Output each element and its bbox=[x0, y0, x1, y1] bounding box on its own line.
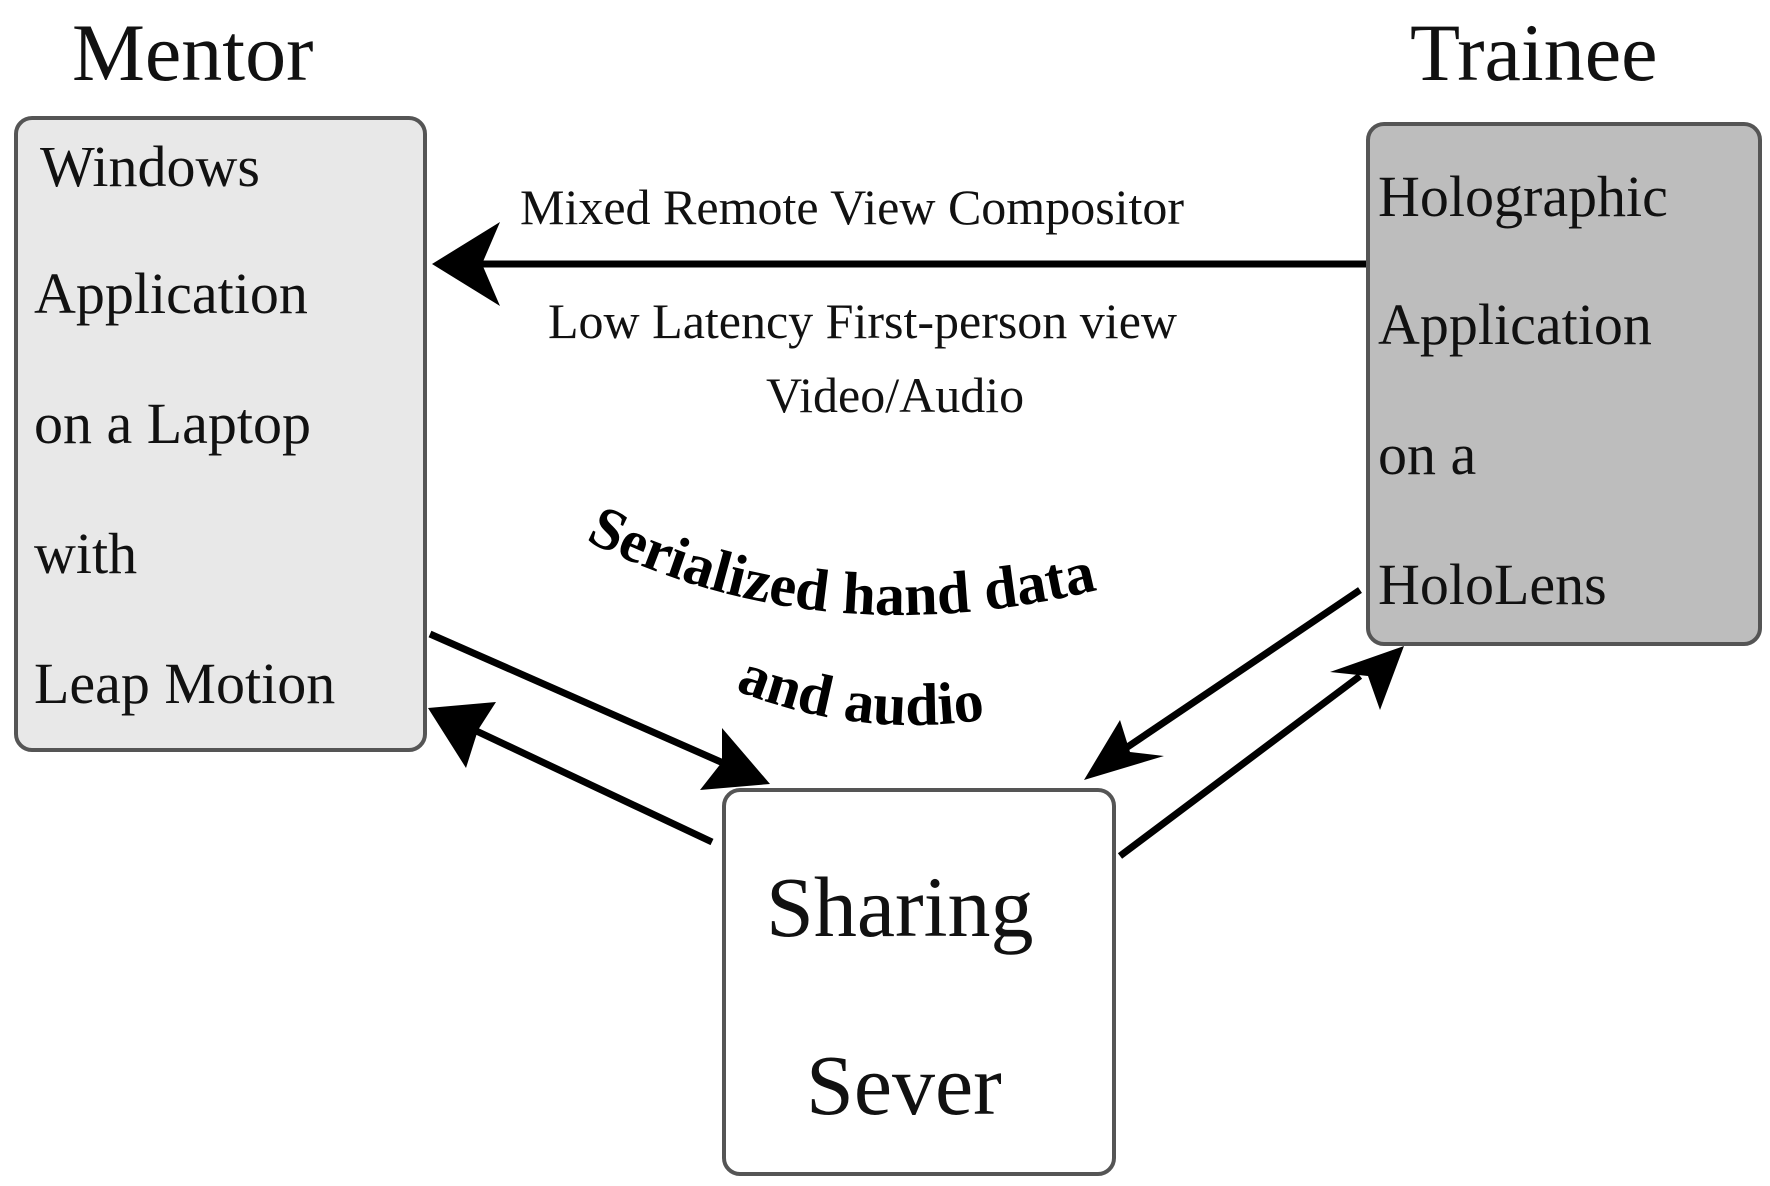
hand-data-label-line-1: Serialized hand data bbox=[579, 492, 1100, 628]
trainee-title: Trainee bbox=[1410, 7, 1658, 98]
view-compositor-label: Mixed Remote View Compositor bbox=[520, 179, 1185, 235]
mentor-line-2: Application bbox=[34, 261, 308, 326]
mentor-line-4: with bbox=[34, 521, 138, 586]
mentor-line-3: on a Laptop bbox=[34, 391, 312, 456]
sharing-server-node: Sharing Sever bbox=[722, 788, 1116, 1176]
video-audio-label: Video/Audio bbox=[766, 367, 1025, 423]
mentor-title: Mentor bbox=[72, 7, 314, 98]
server-line-1: Sharing bbox=[766, 859, 1034, 955]
trainee-node: Holographic Application on a HoloLens bbox=[1366, 122, 1762, 646]
hand-data-label-path-2: and audio bbox=[730, 640, 986, 738]
mentor-line-5: Leap Motion bbox=[34, 651, 336, 716]
mentor-to-server-line bbox=[428, 630, 732, 770]
server-to-trainee-arrowhead bbox=[1330, 646, 1404, 710]
low-latency-label: Low Latency First-person view bbox=[548, 293, 1178, 349]
hand-data-label-path-1: Serialized hand data bbox=[579, 492, 1100, 628]
mentor-node: Windows Application on a Laptop with Lea… bbox=[14, 116, 427, 752]
trainee-line-1: Holographic bbox=[1378, 164, 1668, 229]
mentor-to-server-arrowhead bbox=[700, 728, 770, 790]
server-to-trainee-line bbox=[1117, 673, 1363, 859]
trainee-line-2: Application bbox=[1378, 292, 1652, 357]
mentor-line-1: Windows bbox=[40, 134, 260, 199]
view-stream-arrowhead bbox=[432, 222, 500, 306]
hand-data-label-line-2: and audio bbox=[730, 640, 986, 738]
server-to-mentor-line bbox=[468, 724, 714, 846]
trainee-line-3: on a bbox=[1378, 422, 1477, 487]
trainee-line-4: HoloLens bbox=[1378, 552, 1607, 617]
trainee-to-server-arrowhead bbox=[1084, 720, 1164, 780]
trainee-to-server-line bbox=[1124, 587, 1362, 751]
server-line-2: Sever bbox=[806, 1037, 1002, 1133]
server-to-mentor-arrowhead bbox=[428, 702, 496, 768]
